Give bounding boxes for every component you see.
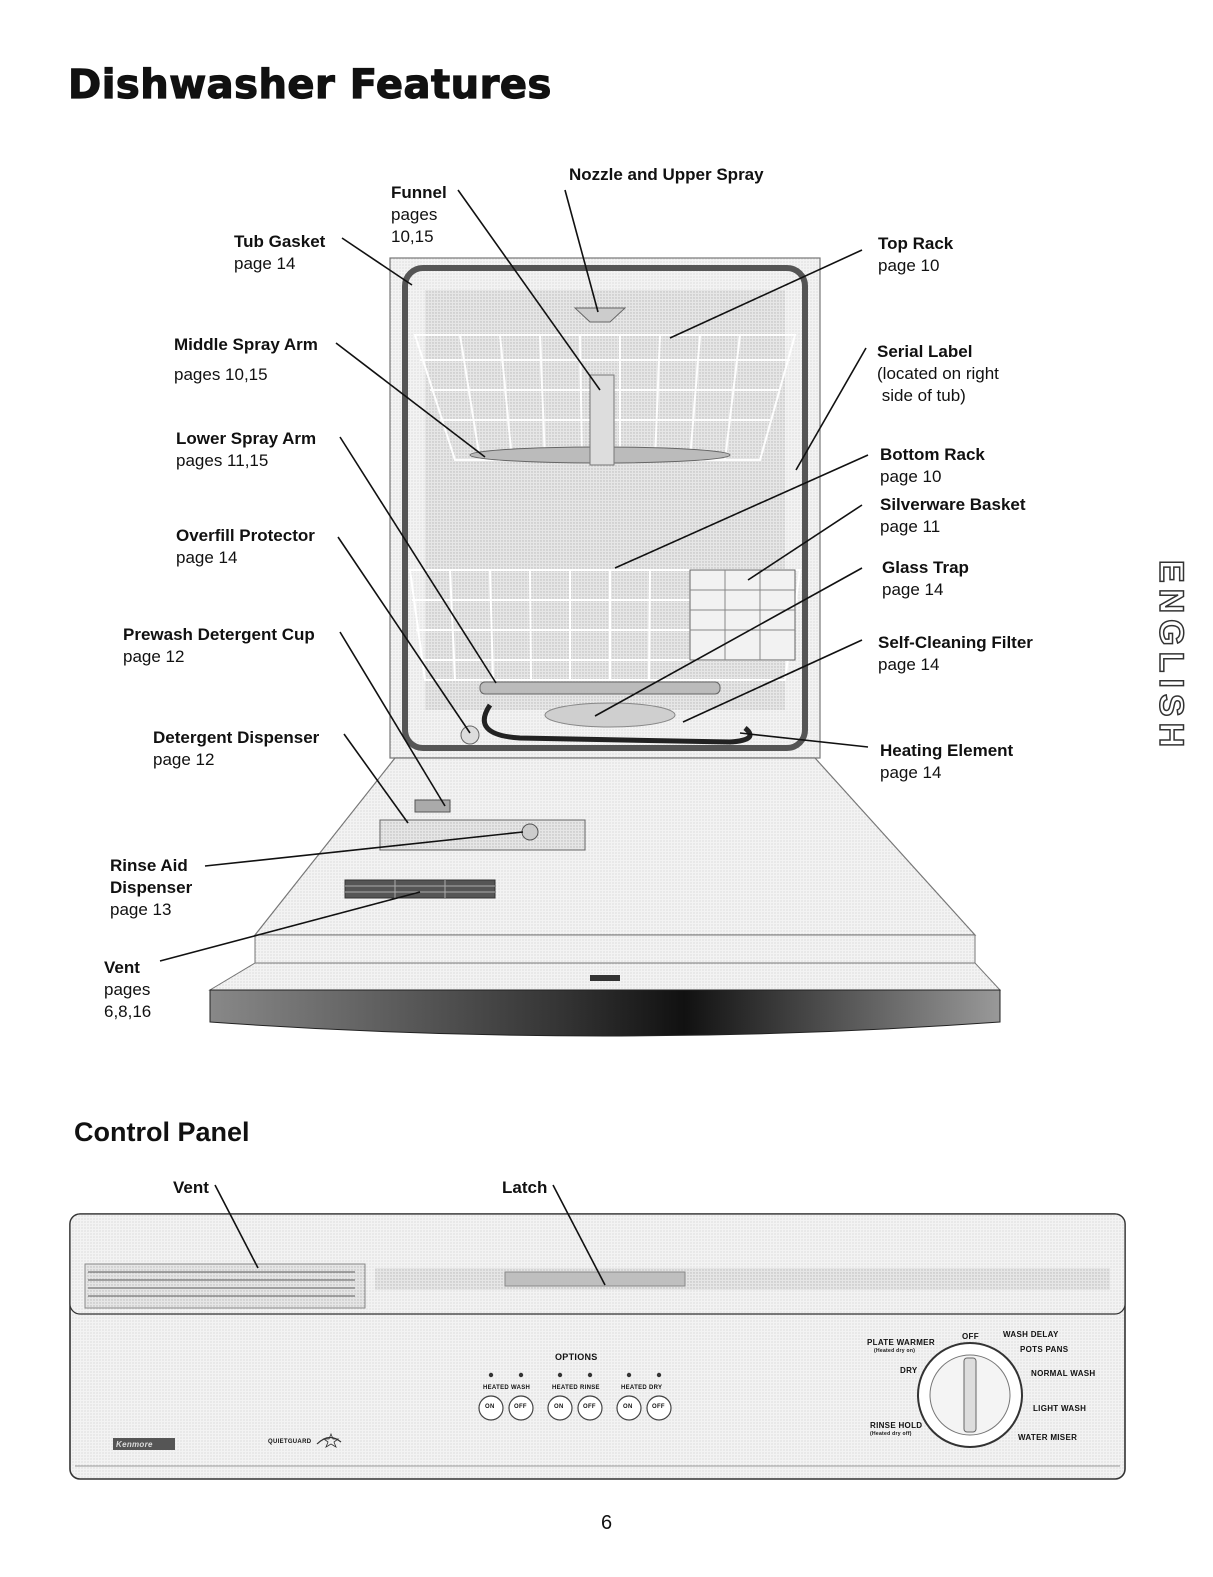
option-heated-wash: HEATED WASH — [483, 1385, 531, 1391]
label-nozzle: Nozzle and Upper Spray — [569, 165, 764, 184]
energy-star-icon — [315, 1430, 343, 1448]
heated-rinse-off-button[interactable]: OFF — [583, 1404, 596, 1410]
option-heated-dry: HEATED DRY — [621, 1385, 663, 1391]
control-panel-heading: Control Panel — [74, 1117, 250, 1147]
cycle-dial[interactable] — [918, 1343, 1022, 1447]
label-panel-vent: Vent — [173, 1178, 209, 1197]
dial-pots-pans: POTS PANS — [1020, 1345, 1069, 1354]
page-title: Dishwasher Features — [67, 61, 552, 108]
quietguard-logo: QUIETGUARD — [268, 1439, 312, 1445]
heated-wash-off-button[interactable]: OFF — [514, 1404, 527, 1410]
label-serial-label: Serial Label(located on right side of tu… — [877, 342, 999, 405]
heated-wash-on-button[interactable]: ON — [485, 1404, 495, 1410]
language-tab: ENGLISH — [1150, 559, 1192, 790]
dial-normal-wash: NORMAL WASH — [1031, 1369, 1096, 1378]
dial-rinse-hold: RINSE HOLD — [870, 1421, 923, 1430]
dial-light-wash: LIGHT WASH — [1033, 1404, 1087, 1413]
control-panel-illustration — [69, 1184, 1126, 1480]
heated-rinse-on-button[interactable]: ON — [554, 1404, 564, 1410]
dial-dry: DRY — [900, 1366, 918, 1375]
dial-plate-warmer: PLATE WARMER — [867, 1338, 935, 1347]
page-number: 6 — [600, 1512, 613, 1534]
label-panel-latch: Latch — [502, 1178, 548, 1197]
heated-dry-off-button[interactable]: OFF — [652, 1404, 665, 1410]
option-heated-rinse: HEATED RINSE — [552, 1385, 600, 1391]
brand-logo: Kenmore — [116, 1440, 153, 1449]
heated-dry-on-button[interactable]: ON — [623, 1404, 633, 1410]
dial-water-miser: WATER MISER — [1018, 1433, 1078, 1442]
dial-plate-warmer-note: (Heated dry on) — [874, 1348, 916, 1354]
dial-off: OFF — [962, 1332, 979, 1341]
dial-wash-delay: WASH DELAY — [1003, 1330, 1059, 1339]
options-title: OPTIONS — [555, 1352, 598, 1362]
dial-rinse-hold-note: (Heated dry off) — [870, 1431, 912, 1437]
language-tab-text: ENGLISH — [1152, 560, 1190, 753]
